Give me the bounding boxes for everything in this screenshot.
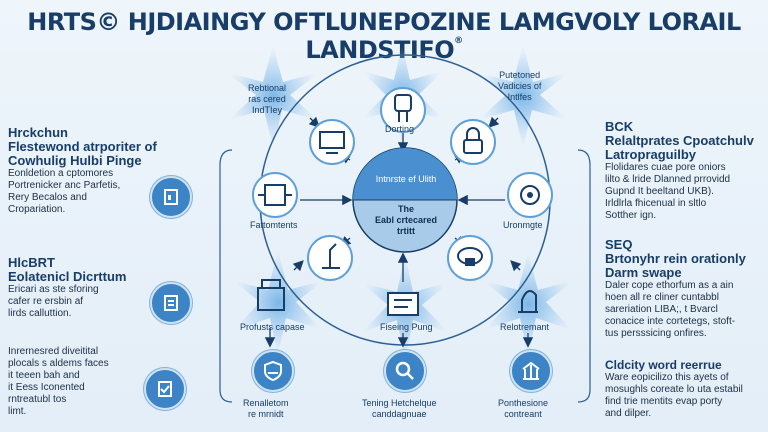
node-label-relotremant: Relotremant	[500, 322, 550, 332]
left-icon-form	[150, 176, 192, 218]
node-icon-monitor	[309, 119, 355, 165]
left-icon-checklist	[144, 368, 186, 410]
left-panel-2: HlcBRT Eolatenicl Dicrttum Ericari as st…	[8, 255, 127, 320]
node-label-uronmgte: Uronmgte	[503, 220, 543, 230]
right-panel-3: Cldcity word reerrue Ware eopicilizo thi…	[605, 358, 743, 419]
node-icon-circuit	[252, 172, 298, 218]
document-icon	[164, 189, 178, 205]
right-panel-2: SEQ Brtonyhr rein orationly Darm swape D…	[605, 237, 746, 340]
node-icon-lock	[450, 119, 496, 165]
center-top-text: Intnrste ef Ulith	[375, 174, 437, 184]
temple-icon	[522, 361, 540, 380]
node-label-profusts: Profusts capase	[240, 322, 305, 332]
burst-bottom-right	[482, 252, 575, 356]
burst-top-right	[476, 45, 570, 148]
node-label-dorting: Dorting	[385, 124, 415, 134]
burst-top-left	[226, 45, 320, 148]
search-icon	[395, 361, 414, 380]
node-label-fattomtents: Fattomtents	[250, 220, 298, 230]
left-bracket	[219, 149, 233, 403]
list-icon	[164, 295, 178, 311]
center-hub	[352, 147, 458, 253]
burst-bottom-left	[232, 250, 325, 355]
node-label-fiseing: Fiseing Pung	[380, 322, 433, 332]
left-panel-1: Hrckchun Flestewond atrporiter of Cowhul…	[8, 125, 157, 216]
node-icon-cloud-lock	[447, 235, 493, 281]
left-icon-list	[150, 282, 192, 324]
bottom-icon-search	[384, 350, 426, 392]
left-panel-3: Inrernesred diveitital plocals s aldems …	[8, 346, 109, 417]
bottom-icon-temple	[510, 350, 552, 392]
checklist-icon	[158, 381, 172, 397]
node-icon-microscope	[307, 235, 353, 281]
right-panel-1: BCK Relaltprates Cpoatchulv Latropraguil…	[605, 119, 754, 222]
page-title: HRTS© HJDIAINGY OFTLUNEPOZINE LAMGVOLY L…	[27, 8, 741, 64]
bottom-arrows	[264, 328, 534, 348]
node-icon-document	[387, 292, 419, 316]
right-bracket	[577, 149, 591, 403]
shield-icon	[264, 360, 282, 382]
node-icon-gear	[507, 172, 553, 218]
node-icon-knight	[518, 290, 538, 313]
node-icon-factory	[257, 279, 285, 311]
node-icon-doctor	[380, 87, 426, 133]
bottom-icon-shield	[252, 350, 294, 392]
center-bottom-text: The Eabl crtecared trtitt	[374, 204, 438, 236]
